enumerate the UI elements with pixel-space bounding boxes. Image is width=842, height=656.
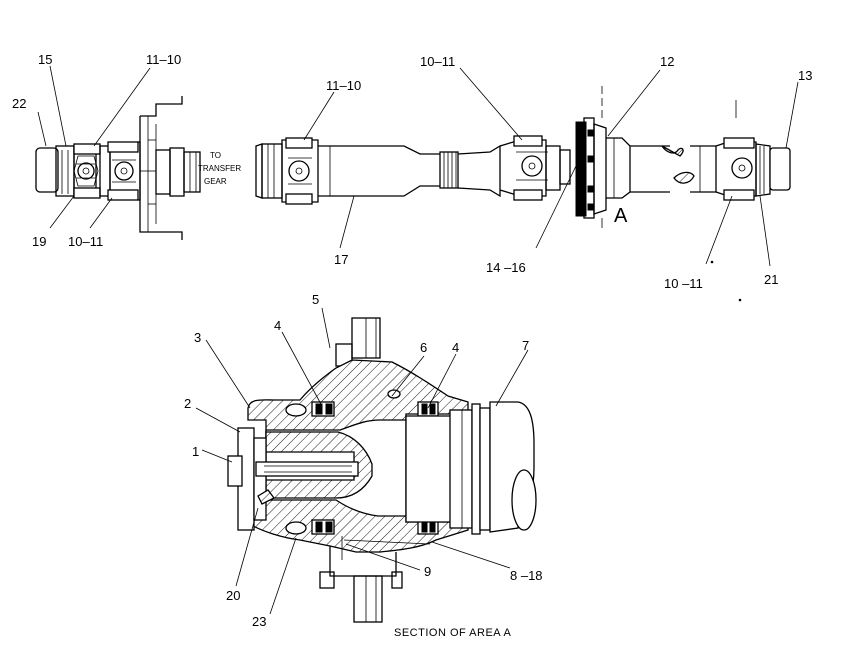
label-10-11-top: 10–11 xyxy=(420,54,455,69)
center-universal-joint xyxy=(499,135,571,201)
main-drive-tube xyxy=(318,145,440,197)
right-drive-shaft xyxy=(630,145,717,193)
label-6: 6 xyxy=(420,340,427,355)
label-12: 12 xyxy=(660,54,674,69)
label-3: 3 xyxy=(194,330,201,345)
label-11-10-left: 11–10 xyxy=(146,52,181,67)
retainer-plate-and-bolt xyxy=(227,427,359,531)
label-1: 1 xyxy=(192,444,199,459)
output-coupling xyxy=(405,401,537,535)
slip-spline xyxy=(439,144,501,198)
label-10-11-right: 10 –11 xyxy=(664,276,703,291)
section-caption: SECTION OF AREA A xyxy=(394,627,511,639)
label-20: 20 xyxy=(226,588,240,603)
transfer-label-line2: TRANSFER xyxy=(198,164,241,173)
section-leader-lines xyxy=(195,307,529,615)
label-9: 9 xyxy=(424,564,431,579)
bearing-carrier xyxy=(575,86,631,228)
bottom-mount-bracket xyxy=(319,536,431,623)
label-11-10-mid: 11–10 xyxy=(326,78,361,93)
label-5: 5 xyxy=(312,292,319,307)
label-8-18: 8 –18 xyxy=(510,568,543,583)
label-4-left: 4 xyxy=(274,318,281,333)
middle-universal-joint xyxy=(255,137,319,205)
label-23: 23 xyxy=(252,614,266,629)
left-coupling-yoke xyxy=(99,141,141,201)
label-14-16: 14 –16 xyxy=(486,260,526,275)
label-21: 21 xyxy=(764,272,778,287)
label-15: 15 xyxy=(38,52,52,67)
label-4-right: 4 xyxy=(452,340,459,355)
section-view: 1 2 3 4 5 6 4 7 8 –18 9 20 23 SECTION OF… xyxy=(184,292,543,639)
label-19: 19 xyxy=(32,234,46,249)
transfer-label-line3: GEAR xyxy=(204,177,227,186)
transfer-gear-flange xyxy=(139,96,201,240)
area-a-marker: A xyxy=(614,205,628,227)
label-7: 7 xyxy=(522,338,529,353)
seals xyxy=(257,389,401,535)
label-22: 22 xyxy=(12,96,26,111)
label-13: 13 xyxy=(798,68,812,83)
top-mount-bracket xyxy=(335,317,381,367)
upper-view: TO TRANSFER GEAR xyxy=(12,52,812,302)
label-10-11-left: 10–11 xyxy=(68,234,103,249)
label-2: 2 xyxy=(184,396,191,411)
right-universal-joint xyxy=(715,100,791,201)
bearings xyxy=(311,401,439,535)
transfer-label-line1: TO xyxy=(210,151,221,160)
label-17: 17 xyxy=(334,252,348,267)
upper-leader-lines xyxy=(37,65,799,267)
